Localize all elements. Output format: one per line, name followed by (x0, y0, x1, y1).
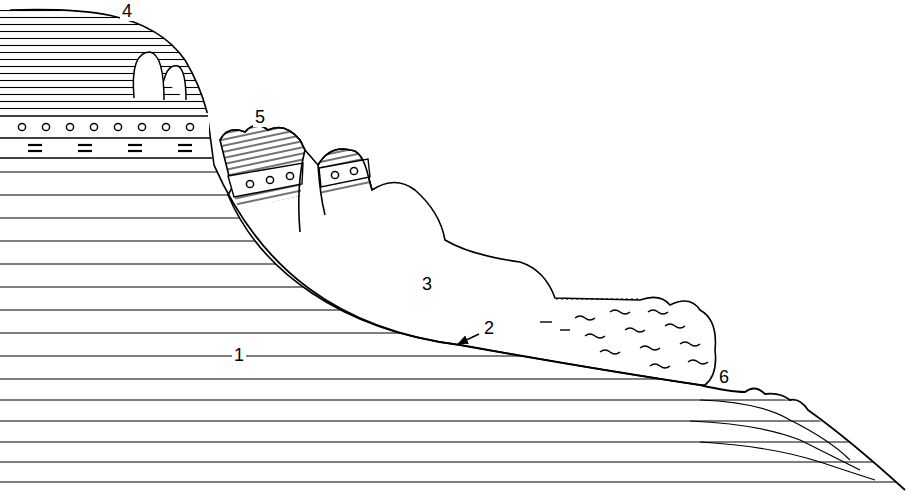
callout-number: 3 (420, 274, 434, 294)
leader-arrow (458, 334, 479, 344)
slump-block (220, 125, 305, 208)
callout-number: 4 (120, 1, 134, 21)
toe-surface (556, 299, 640, 300)
minor-scarps (133, 52, 186, 100)
callout-number: 5 (253, 107, 267, 127)
upper-layer (0, 10, 207, 112)
callout-number: 2 (482, 318, 496, 338)
block-scarps (220, 125, 372, 232)
toe-flow-marks (540, 310, 708, 368)
callout-number: 6 (717, 367, 731, 387)
callout-number: 1 (232, 345, 246, 365)
gravel-layer (0, 113, 212, 159)
slip-surface (214, 165, 905, 490)
